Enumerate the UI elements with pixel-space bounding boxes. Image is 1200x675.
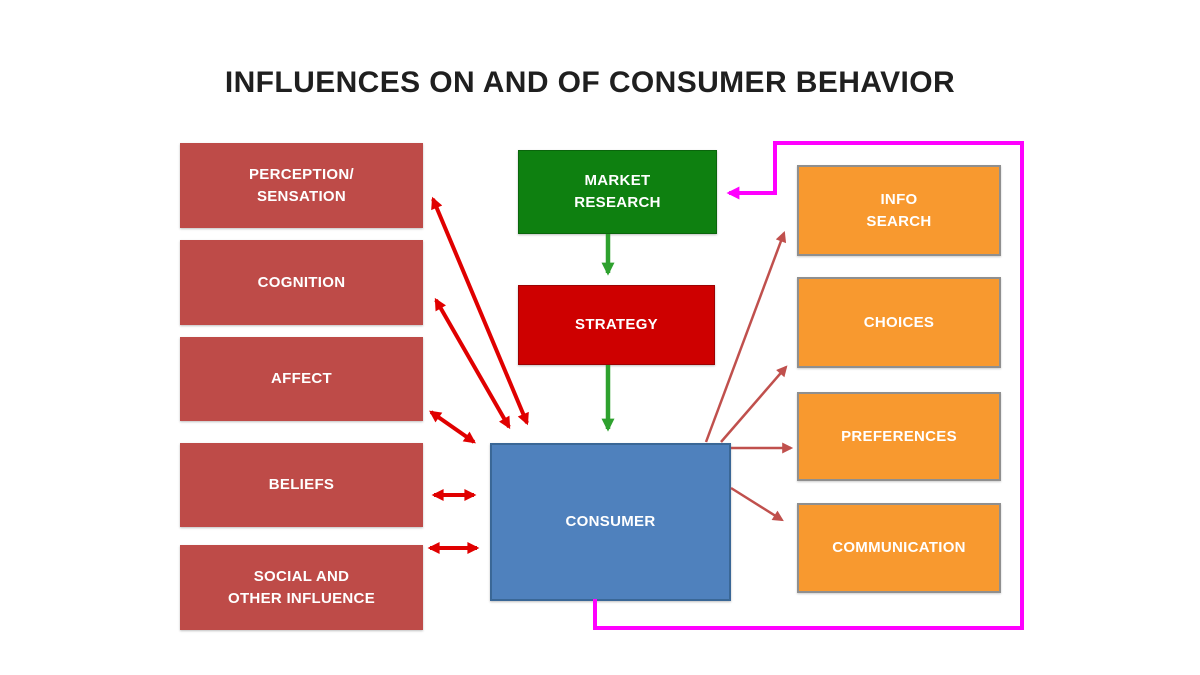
- box-market-research: MARKET RESEARCH: [518, 150, 717, 234]
- box-affect: AFFECT: [180, 337, 423, 421]
- box-choices: CHOICES: [797, 277, 1001, 368]
- box-label: MARKET RESEARCH: [574, 172, 661, 211]
- box-label: PREFERENCES: [841, 427, 957, 445]
- arrow-consumer-affect: [429, 410, 476, 444]
- box-label: CHOICES: [863, 313, 935, 331]
- box-label: PERCEPTION/ SENSATION: [249, 165, 354, 205]
- box-beliefs: BELIEFS: [180, 443, 423, 527]
- box-perception-sensation: PERCEPTION/ SENSATION: [180, 143, 423, 228]
- box-communication: COMMUNICATION: [797, 503, 1001, 593]
- box-label: COMMUNICATION: [832, 539, 966, 557]
- box-info-search: INFO SEARCH: [797, 165, 1001, 256]
- box-preferences: PREFERENCES: [797, 392, 1001, 481]
- box-label: CONSUMER: [565, 513, 656, 531]
- arrow-consumer-perception: [431, 196, 529, 426]
- diagram-title: INFLUENCES ON AND OF CONSUMER BEHAVIOR: [224, 66, 956, 99]
- box-label: BELIEFS: [268, 476, 335, 494]
- arrow-consumer-infosearch: [704, 230, 787, 443]
- box-label: INFO SEARCH: [866, 190, 932, 230]
- box-label: COGNITION: [257, 273, 346, 291]
- box-label: STRATEGY: [575, 316, 658, 334]
- box-social-other-influence: SOCIAL AND OTHER INFLUENCE: [180, 545, 423, 630]
- box-label: SOCIAL AND OTHER INFLUENCE: [228, 567, 375, 607]
- arrow-consumer-communication: [730, 486, 784, 522]
- box-cognition: COGNITION: [180, 240, 423, 325]
- box-strategy: STRATEGY: [518, 285, 715, 365]
- arrow-consumer-choices: [720, 365, 788, 443]
- box-label: AFFECT: [271, 370, 332, 388]
- box-consumer: CONSUMER: [490, 443, 731, 601]
- arrow-consumer-cognition: [434, 297, 511, 430]
